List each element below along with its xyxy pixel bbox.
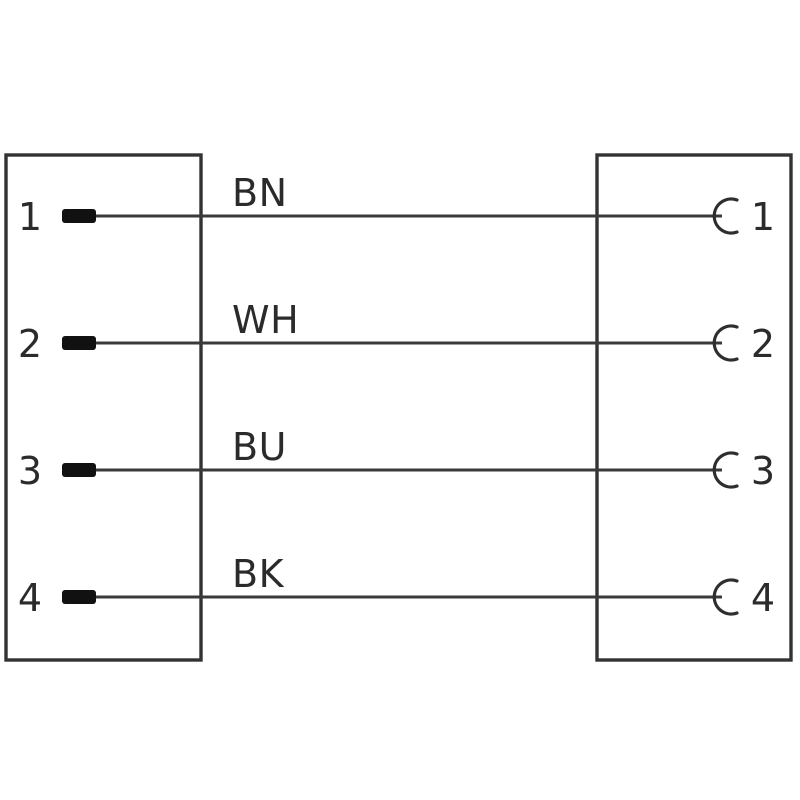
left-pin-number-1: 1 [18, 195, 42, 239]
right-pin-number-2: 2 [751, 322, 775, 366]
right-pin-number-1: 1 [751, 195, 775, 239]
left-pin-number-2: 2 [18, 322, 42, 366]
left-pin-blob-2 [62, 336, 96, 350]
wire-label-2: WH [232, 298, 299, 342]
right-socket-arc-2 [712, 324, 739, 362]
wire-label-3: BU [232, 425, 287, 469]
right-socket-arc-4 [712, 578, 739, 616]
left-pin-number-4: 4 [18, 576, 42, 620]
wire-row-2: 2 2 WH [18, 298, 775, 366]
right-socket-arc-1 [712, 197, 739, 235]
right-pin-number-4: 4 [751, 576, 775, 620]
right-connector-outline [595, 153, 793, 662]
wire-row-4: 4 4 BK [18, 552, 775, 620]
left-connector-outline [4, 153, 203, 662]
right-socket-arc-3 [712, 451, 739, 489]
wire-label-4: BK [232, 552, 285, 596]
wire-row-1: 1 1 BN [18, 171, 775, 239]
left-pin-blob-4 [62, 590, 96, 604]
left-pin-number-3: 3 [18, 449, 42, 493]
left-pin-blob-1 [62, 209, 96, 223]
right-pin-number-3: 3 [751, 449, 775, 493]
wire-row-3: 3 3 BU [18, 425, 775, 493]
wire-label-1: BN [232, 171, 288, 215]
left-pin-blob-3 [62, 463, 96, 477]
